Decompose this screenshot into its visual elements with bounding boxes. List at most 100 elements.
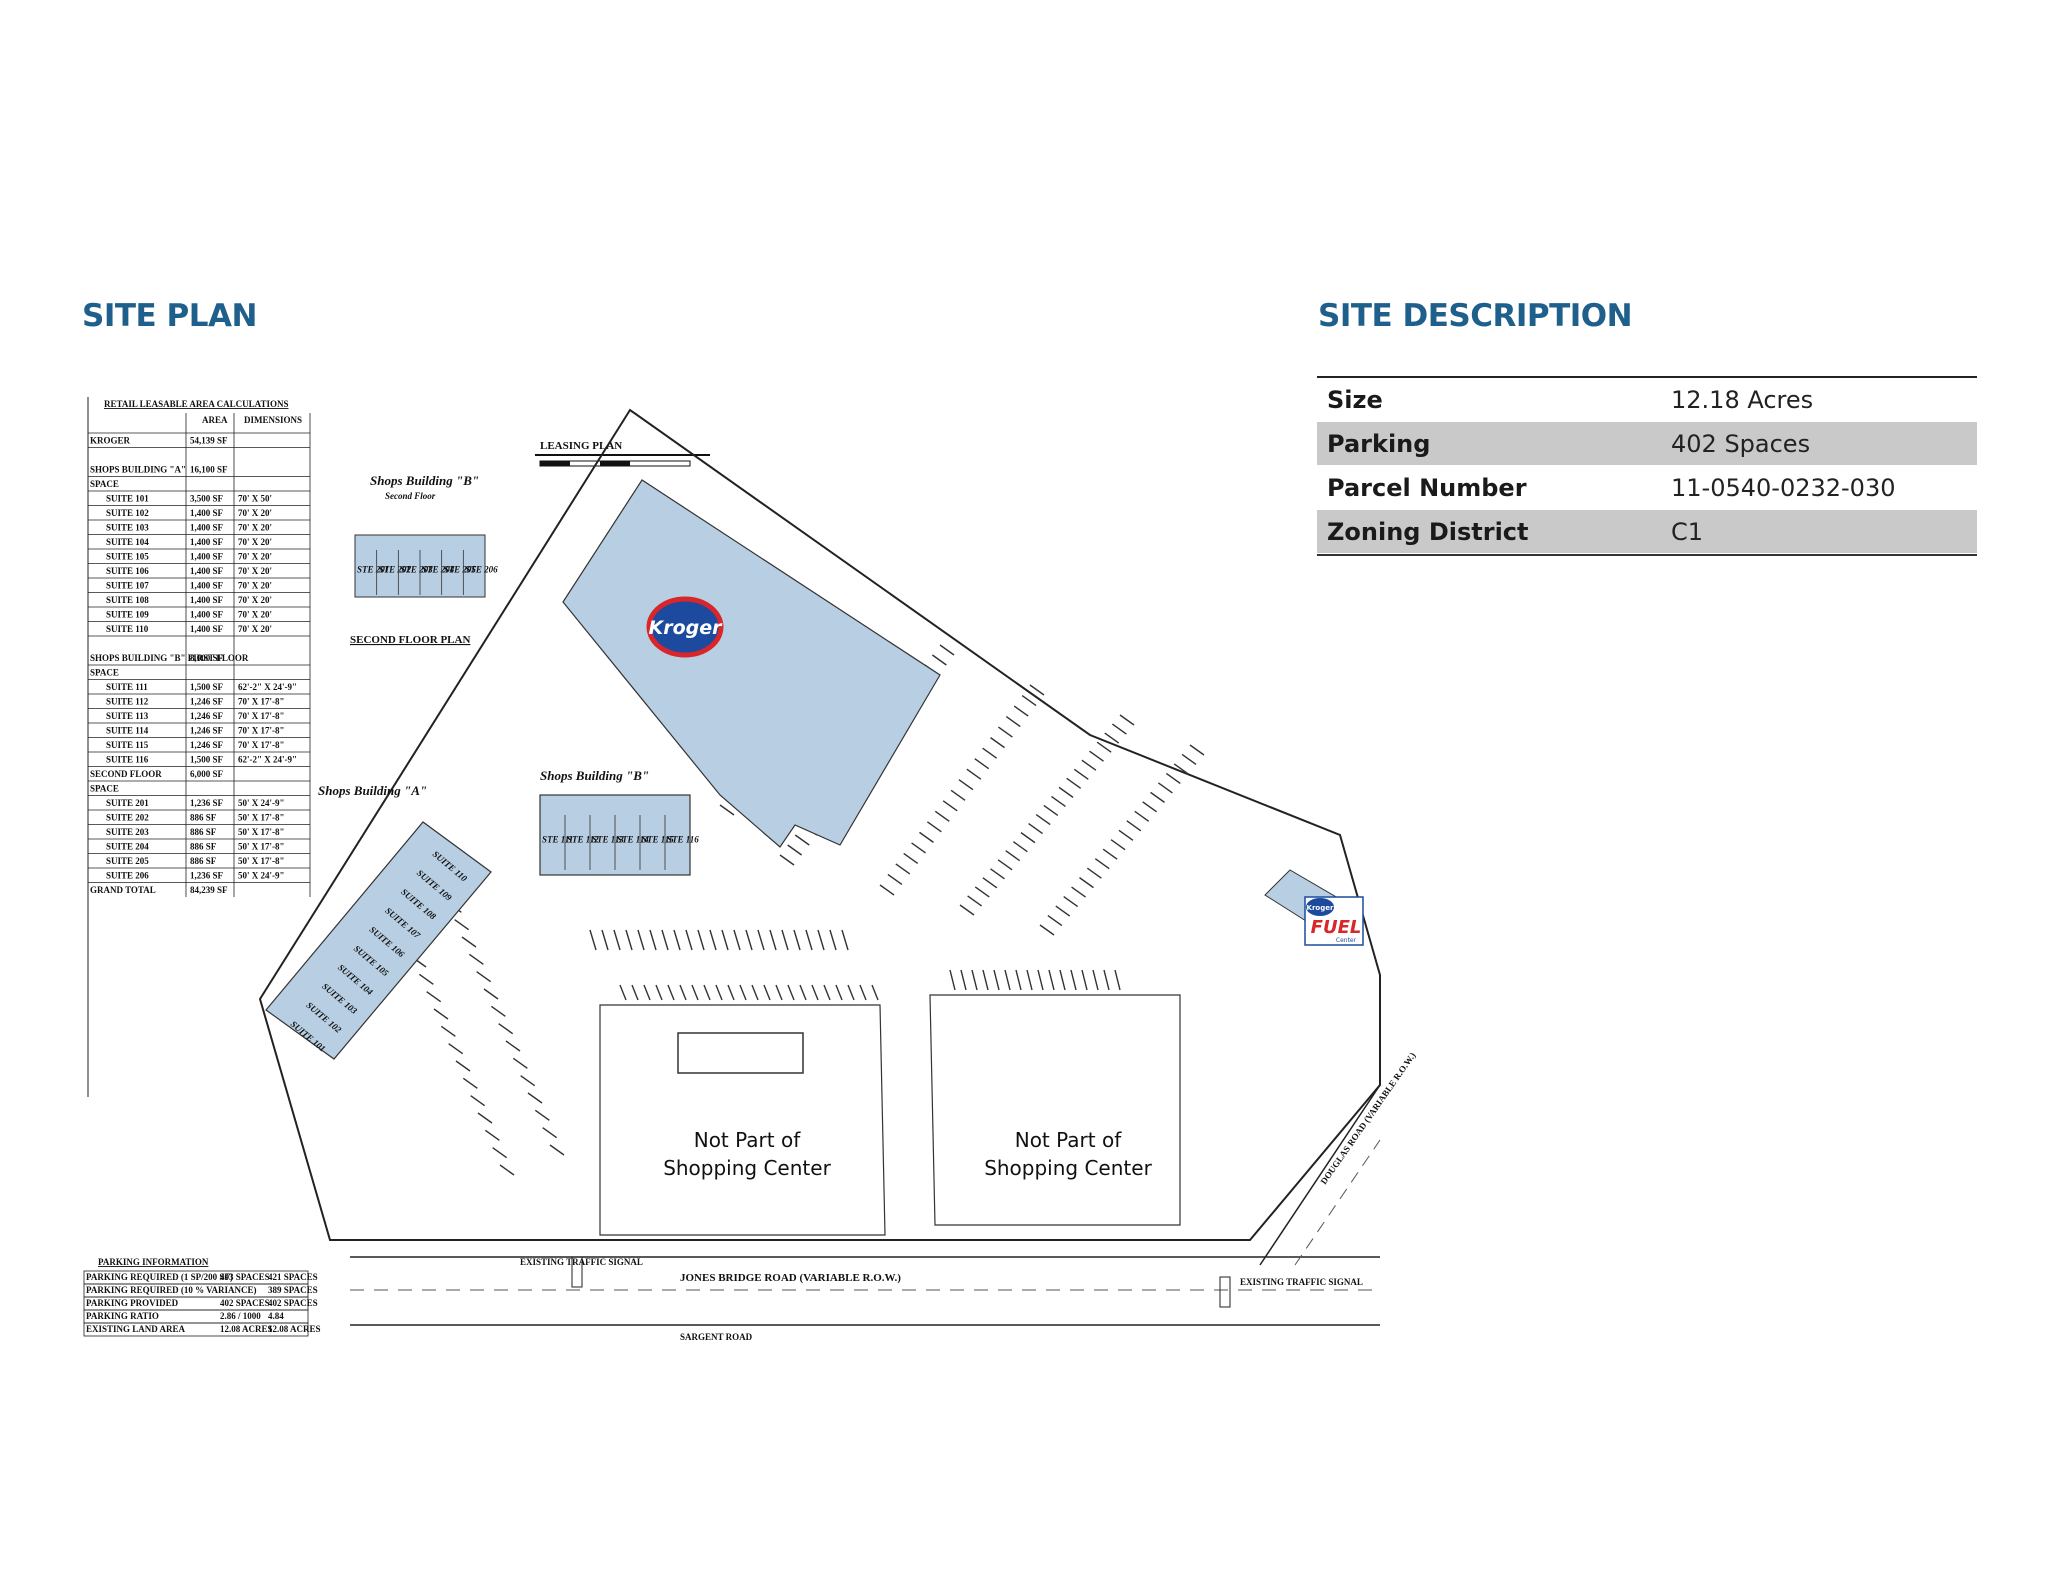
site-description-table: Size 12.18 Acres Parking 402 Spaces Parc… xyxy=(1317,376,1977,556)
side-road-label: DOUGLAS ROAD (VARIABLE R.O.W.) xyxy=(1318,1051,1417,1187)
parking-row-b: 421 SPACES xyxy=(268,1272,318,1282)
area-table-row: SUITE 106 1,400 SF 70' X 20' xyxy=(88,563,310,576)
kroger-logo-text: Kroger xyxy=(648,617,723,639)
ste-label: STE 202 xyxy=(379,565,412,575)
area-row-name: SUITE 106 xyxy=(106,566,149,576)
area-row-name: SUITE 101 xyxy=(106,494,149,504)
desc-label: Size xyxy=(1327,385,1383,414)
ste-label: STE 113 xyxy=(592,835,624,845)
area-row-name: SUITE 110 xyxy=(106,624,149,634)
area-row-name: SUITE 107 xyxy=(106,581,149,591)
area-row-dims: 50' X 17'-8" xyxy=(238,827,285,837)
area-row-dims: 70' X 20' xyxy=(238,537,272,547)
not-part-label: Shopping Center xyxy=(663,1156,831,1180)
area-table-title: RETAIL LEASABLE AREA CALCULATIONS xyxy=(104,399,288,409)
area-row-name: SUITE 108 xyxy=(106,595,149,605)
site-plan-heading: SITE PLAN xyxy=(82,298,257,334)
road-label: JONES BRIDGE ROAD (VARIABLE R.O.W.) xyxy=(680,1272,901,1284)
parking-row-label: PARKING PROVIDED xyxy=(86,1298,179,1308)
parking-table-title: PARKING INFORMATION xyxy=(98,1257,209,1267)
area-table-row: SUITE 108 1,400 SF 70' X 20' xyxy=(88,592,310,605)
kroger-building: Kroger xyxy=(562,479,941,848)
area-row-name: SUITE 204 xyxy=(106,842,149,852)
area-row-name: SUITE 203 xyxy=(106,827,149,837)
area-table-row: SUITE 203 886 SF 50' X 17'-8" xyxy=(88,824,310,837)
douglas-road: DOUGLAS ROAD (VARIABLE R.O.W.) xyxy=(1259,1051,1418,1266)
area-row-area: 6,000 SF xyxy=(190,769,224,779)
area-row-dims: 70' X 20' xyxy=(238,581,272,591)
dims-col-header: DIMENSIONS xyxy=(244,415,302,425)
area-row-area: 1,500 SF xyxy=(190,755,224,765)
area-table-row: SUITE 205 886 SF 50' X 17'-8" xyxy=(88,853,310,866)
area-row-dims: 70' X 20' xyxy=(238,595,272,605)
area-row-dims: 70' X 17'-8" xyxy=(238,711,285,721)
area-row-area: 886 SF xyxy=(190,856,217,866)
fuel-logo-brand: Kroger xyxy=(1307,904,1334,912)
shops-a-label: Shops Building "A" xyxy=(318,783,427,798)
parking-table-row: PARKING REQUIRED (1 SP/200 SF)403 SPACES… xyxy=(83,1270,318,1285)
fuel-logo-text: FUEL xyxy=(1311,917,1362,938)
leasing-plan-title: LEASING PLAN xyxy=(540,440,622,452)
desc-table-rule xyxy=(1317,554,1977,556)
desc-row-parcel: Parcel Number 11-0540-0232-030 xyxy=(1317,466,1977,510)
area-row-dims: 70' X 20' xyxy=(238,566,272,576)
ste-label: STE 115 xyxy=(642,835,674,845)
parking-row-a: 12.08 ACRES xyxy=(220,1324,273,1334)
area-row-area: 16,100 SF xyxy=(190,465,228,475)
desc-label: Parking xyxy=(1327,429,1431,458)
area-row-name: SUITE 105 xyxy=(106,552,149,562)
parking-row-b: 4.84 xyxy=(268,1311,284,1321)
out-parcel-left: Not Part of Shopping Center xyxy=(599,1004,886,1236)
area-row-area: 1,500 SF xyxy=(190,682,224,692)
shops-b-lower-label: Shops Building "B" xyxy=(540,768,649,783)
second-floor-plan-label: SECOND FLOOR PLAN xyxy=(350,634,470,646)
desc-label: Parcel Number xyxy=(1327,473,1527,502)
area-row-dims: 62'-2" X 24'-9" xyxy=(238,755,297,765)
ste-label: STE 201 xyxy=(357,565,389,575)
area-row-name: SUITE 206 xyxy=(106,871,149,881)
area-row-dims: 70' X 50' xyxy=(238,494,272,504)
area-row-name: SPACE xyxy=(90,784,119,794)
area-row-area: 1,246 SF xyxy=(190,726,224,736)
area-row-name: SUITE 109 xyxy=(106,610,149,620)
area-row-name: SUITE 202 xyxy=(106,813,149,823)
area-row-dims: 70' X 20' xyxy=(238,610,272,620)
area-row-area: 1,400 SF xyxy=(190,566,224,576)
area-row-dims: 70' X 17'-8" xyxy=(238,740,285,750)
area-row-area: 1,400 SF xyxy=(190,595,224,605)
parking-row-b: 389 SPACES xyxy=(268,1285,318,1295)
ste-label: STE 205 xyxy=(444,565,477,575)
area-row-dims: 50' X 17'-8" xyxy=(238,856,285,866)
area-row-name: SPACE xyxy=(90,668,119,678)
area-row-name: SUITE 205 xyxy=(106,856,149,866)
desc-row-parking: Parking 402 Spaces xyxy=(1317,422,1977,466)
area-table-row: SUITE 116 1,500 SF 62'-2" X 24'-9" xyxy=(88,751,310,765)
area-row-dims: 50' X 17'-8" xyxy=(238,842,285,852)
parking-row-label: EXISTING LAND AREA xyxy=(86,1324,186,1334)
area-calculation-table: RETAIL LEASABLE AREA CALCULATIONS AREA D… xyxy=(87,397,311,1097)
sargent-road-label: SARGENT ROAD xyxy=(680,1332,753,1342)
area-row-area: 1,400 SF xyxy=(190,624,224,634)
parking-information-table: PARKING INFORMATION PARKING REQUIRED (1 … xyxy=(83,1257,321,1337)
area-table-row: SPACE xyxy=(88,780,310,794)
area-row-name: SUITE 116 xyxy=(106,755,149,765)
area-row-area: 886 SF xyxy=(190,827,217,837)
area-row-dims: 70' X 17'-8" xyxy=(238,697,285,707)
ste-label: STE 206 xyxy=(465,565,498,575)
desc-value: C1 xyxy=(1671,517,1704,546)
site-plan-drawing: RETAIL LEASABLE AREA CALCULATIONS AREA D… xyxy=(83,397,1418,1342)
area-row-dims: 62'-2" X 24'-9" xyxy=(238,682,297,692)
area-row-area: 886 SF xyxy=(190,842,217,852)
